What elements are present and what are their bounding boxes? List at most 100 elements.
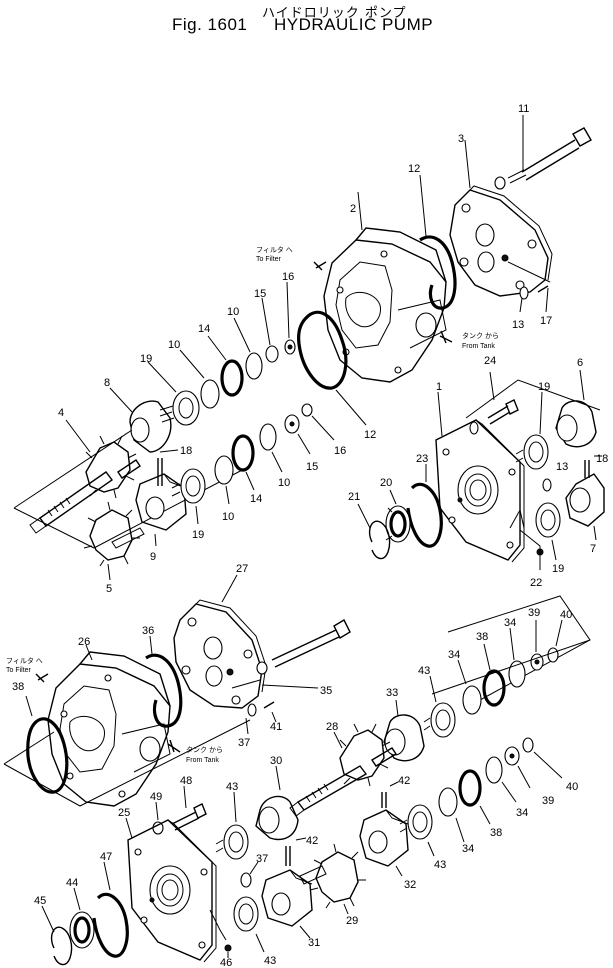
part-14-seal-a xyxy=(220,359,244,397)
callout-42: 42 xyxy=(398,775,410,787)
callout-38: 38 xyxy=(12,681,24,693)
callout-44: 44 xyxy=(66,877,78,889)
callout-33: 33 xyxy=(386,687,398,699)
part-37-oring-a xyxy=(247,703,257,717)
part-37-oring-b xyxy=(240,872,252,888)
part-43-bearing-b xyxy=(215,824,249,860)
part-14-seal-b xyxy=(231,434,255,472)
part-20-oil-seal xyxy=(385,505,411,543)
part-26-pump-body xyxy=(47,651,171,807)
callout-12: 12 xyxy=(364,429,376,441)
callout-22: 22 xyxy=(530,577,542,589)
part-38-seal-a xyxy=(482,669,506,707)
figure-title-japanese: ハイドロリック ポンプ xyxy=(262,6,407,21)
note-from-tank-jp-top: タンク から xyxy=(462,331,499,340)
callout-16: 16 xyxy=(334,445,346,457)
part-32-bearing-block xyxy=(359,809,409,867)
part-16-washer-b xyxy=(301,403,313,417)
callout-9: 9 xyxy=(150,551,156,563)
part-18-pin-a xyxy=(157,458,163,486)
callout-18: 18 xyxy=(596,453,608,465)
part-31-bearing-block xyxy=(261,869,313,927)
callout-3: 3 xyxy=(458,133,464,145)
part-38-oring-left xyxy=(26,717,69,794)
part-10-ring-a xyxy=(245,352,263,380)
callout-4: 4 xyxy=(58,407,64,419)
callout-31: 31 xyxy=(308,937,320,949)
callout-27: 27 xyxy=(236,563,248,575)
part-42-pin-b xyxy=(381,792,387,808)
part-34-ring-c xyxy=(438,787,458,817)
part-13-oring-right xyxy=(542,478,552,492)
callout-24: 24 xyxy=(484,355,496,367)
callout-14: 14 xyxy=(198,323,210,335)
note-from-tank-bottom: From Tank xyxy=(186,757,219,764)
callout-28: 28 xyxy=(326,721,338,733)
callout-38: 38 xyxy=(476,631,488,643)
part-15-plate-a xyxy=(265,345,279,363)
part-23-oring xyxy=(406,482,443,548)
callout-23: 23 xyxy=(416,453,428,465)
callout-19: 19 xyxy=(552,563,564,575)
part-45-snap-ring xyxy=(50,926,73,966)
part-34-ring-a xyxy=(462,685,482,715)
callout-41: 41 xyxy=(270,721,282,733)
callout-15: 15 xyxy=(306,461,318,473)
part-11-washer xyxy=(494,176,506,190)
part-35-bolt xyxy=(256,619,351,675)
callout-38: 38 xyxy=(490,827,502,839)
note-to-filter-jp-bottom: フィルタ へ xyxy=(6,656,43,665)
part-30-sleeve xyxy=(255,795,299,841)
part-42-pin-a xyxy=(285,846,291,866)
part-8-sleeve xyxy=(129,400,172,453)
part-36-oring xyxy=(145,653,183,728)
callout-19: 19 xyxy=(538,381,550,393)
callout-15: 15 xyxy=(254,288,266,300)
callout-10: 10 xyxy=(278,477,290,489)
part-34-ring-b xyxy=(508,660,526,688)
part-5-driven-gear xyxy=(83,501,145,567)
callout-20: 20 xyxy=(380,477,392,489)
part-29-driven-gear xyxy=(299,843,366,909)
part-10-ring-b xyxy=(200,379,220,409)
part-43-bearing-d xyxy=(399,804,433,840)
callout-40: 40 xyxy=(566,781,578,793)
part-13-oring-top xyxy=(519,286,529,300)
callout-47: 47 xyxy=(100,851,112,863)
callout-5: 5 xyxy=(106,583,112,595)
callout-36: 36 xyxy=(142,625,154,637)
callout-16: 16 xyxy=(282,271,294,283)
callout-34: 34 xyxy=(516,807,528,819)
part-40-washer-b xyxy=(522,737,534,753)
part-24-bolt xyxy=(469,399,519,435)
part-18-pin-b xyxy=(584,460,590,478)
figure-number: Fig. 1601 xyxy=(172,15,248,34)
callout-43: 43 xyxy=(226,781,238,793)
callout-45: 45 xyxy=(34,895,46,907)
callout-6: 6 xyxy=(577,357,583,369)
callout-12: 12 xyxy=(408,163,420,175)
callout-46: 46 xyxy=(220,957,232,968)
callout-25: 25 xyxy=(118,807,130,819)
callout-2: 2 xyxy=(350,203,356,215)
part-1-front-body xyxy=(435,391,525,563)
part-17-pin-top xyxy=(537,285,549,293)
callout-43: 43 xyxy=(264,955,276,967)
callout-37: 37 xyxy=(256,853,268,865)
part-12-oring-top xyxy=(419,235,457,310)
part-10-ring-c xyxy=(214,455,234,485)
part-4-drive-gear-shaft xyxy=(29,435,141,534)
callout-34: 34 xyxy=(504,617,516,629)
part-19-bearing-c xyxy=(515,434,549,470)
part-7-bearing-block xyxy=(565,473,605,527)
part-40-washer-a xyxy=(547,647,559,663)
part-25-front-body xyxy=(127,819,217,963)
callout-30: 30 xyxy=(270,755,282,767)
callout-10: 10 xyxy=(227,306,239,318)
callout-14: 14 xyxy=(250,493,262,505)
part-34-ring-d xyxy=(485,756,503,784)
callout-19: 19 xyxy=(192,529,204,541)
note-to-filter-jp-top: フィルタ へ xyxy=(256,245,293,254)
callout-43: 43 xyxy=(434,859,446,871)
